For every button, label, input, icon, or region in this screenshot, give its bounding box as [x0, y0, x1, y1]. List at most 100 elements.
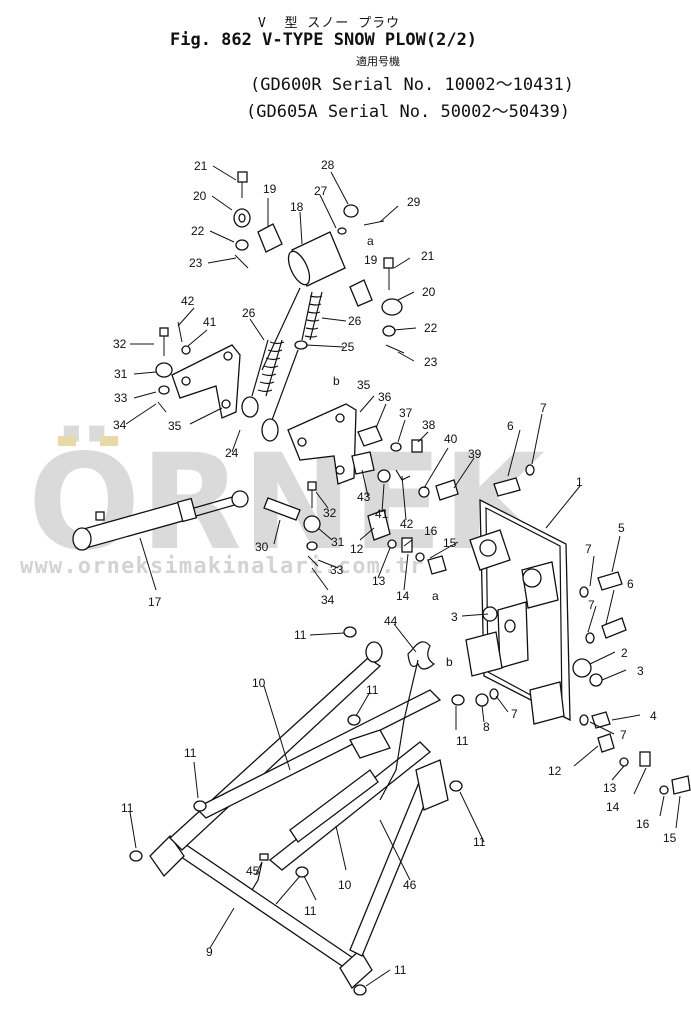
callout-20: 20 [193, 189, 207, 203]
callout-41b: 41 [375, 507, 389, 521]
callout-35b: 35 [168, 419, 182, 433]
callout-11d: 11 [184, 746, 197, 760]
callout-35: 35 [357, 378, 371, 392]
callout-labels: 21 20 19 18 28 27 29 a 22 23 19 21 20 42… [113, 158, 677, 977]
callout-a: a [367, 234, 374, 248]
bushing-11g [295, 866, 309, 878]
callout-7c: 7 [588, 598, 595, 612]
callout-11b: 11 [366, 683, 379, 697]
arm-10-left [169, 657, 382, 851]
callout-4: 4 [650, 709, 657, 723]
bushing-11c [451, 694, 465, 706]
leader-lines [125, 165, 681, 987]
upper-pin-assembly [233, 171, 405, 354]
cotter-23b [385, 344, 405, 354]
nut-33 [158, 385, 170, 395]
callout-15b: 15 [663, 831, 677, 845]
callout-11: 11 [294, 628, 307, 642]
bolt-6b [601, 617, 627, 639]
callout-19: 19 [263, 182, 277, 196]
collar-2 [572, 658, 592, 678]
collar-31b [303, 515, 321, 533]
callout-39: 39 [468, 447, 482, 461]
bolt-5 [597, 571, 623, 591]
nut-8 [475, 693, 489, 707]
pin-43 [351, 451, 375, 475]
callout-1: 1 [576, 475, 583, 489]
bushing-11e [449, 780, 463, 792]
callout-37: 37 [399, 406, 413, 420]
callout-7e: 7 [620, 728, 627, 742]
callout-16b: 16 [636, 817, 650, 831]
washer-7b [579, 586, 589, 598]
bolt-21b [383, 257, 394, 269]
bracket-35-right [287, 403, 459, 501]
middle-pins [263, 481, 447, 575]
callout-19b: 19 [364, 253, 378, 267]
callout-14b: 14 [606, 800, 620, 814]
callout-11c: 11 [456, 734, 469, 748]
callout-b2: b [446, 655, 453, 669]
pin-30 [263, 497, 301, 521]
callout-22b: 22 [424, 321, 438, 335]
callout-14: 14 [396, 589, 410, 603]
callout-45: 45 [246, 864, 260, 878]
frame-1 [465, 464, 691, 795]
watermark-umlaut-left [58, 436, 76, 446]
callout-13: 13 [372, 574, 386, 588]
japanese-applicable-label: 適用号機 [356, 55, 400, 68]
watermark: ÖRNEK www.orneksimakinalari.com.tr [20, 426, 549, 580]
callout-11h: 11 [394, 963, 407, 977]
callout-42b: 42 [400, 517, 414, 531]
arm-10-mid [194, 689, 442, 819]
callout-7: 7 [540, 401, 547, 415]
hose-45 [251, 861, 263, 891]
hose-44-line [379, 659, 419, 801]
washer-40 [418, 486, 430, 498]
bracket-2 [497, 601, 529, 669]
cylinder-guide [289, 769, 379, 843]
bolt-21 [237, 171, 248, 183]
callout-23: 23 [189, 256, 203, 270]
callout-46: 46 [403, 878, 417, 892]
bracket-35b [287, 403, 357, 485]
callout-16: 16 [424, 524, 438, 538]
callout-28: 28 [321, 158, 335, 172]
callout-30: 30 [255, 540, 269, 554]
hose-44 [407, 641, 436, 670]
rod-eye-left [241, 396, 259, 418]
washer-37 [390, 442, 402, 452]
callout-2: 2 [621, 646, 628, 660]
callout-21b: 21 [421, 249, 435, 263]
callout-6b: 6 [627, 577, 634, 591]
callout-43: 43 [357, 490, 371, 504]
washer-16 [415, 552, 425, 562]
lug-lower-left [465, 631, 503, 677]
callout-3b: 3 [637, 664, 644, 678]
callout-10b: 10 [338, 878, 352, 892]
callout-25: 25 [341, 340, 355, 354]
callout-11e: 11 [121, 801, 134, 815]
callout-33: 33 [114, 391, 128, 405]
bolt-15b [671, 775, 691, 795]
nut-33b [306, 541, 318, 551]
watermark-umlaut-right [100, 436, 118, 446]
spring-26-left [257, 341, 285, 393]
callout-7b: 7 [585, 542, 592, 556]
callout-11g: 11 [304, 904, 317, 918]
callout-11f: 11 [473, 835, 486, 849]
callout-13b: 13 [603, 781, 617, 795]
bracket-35 [171, 344, 241, 419]
bushing-11f [129, 850, 143, 862]
callout-31b: 31 [331, 535, 345, 549]
plate-14 [401, 537, 413, 553]
japanese-title: V 型 スノー プラウ [258, 16, 401, 31]
callout-21: 21 [194, 159, 208, 173]
bushing-11b [347, 714, 361, 726]
collar-3b [589, 673, 603, 687]
rod-24 [271, 349, 299, 421]
bolt-32b [307, 481, 317, 491]
callout-31: 31 [114, 367, 128, 381]
callout-b: b [333, 374, 340, 388]
